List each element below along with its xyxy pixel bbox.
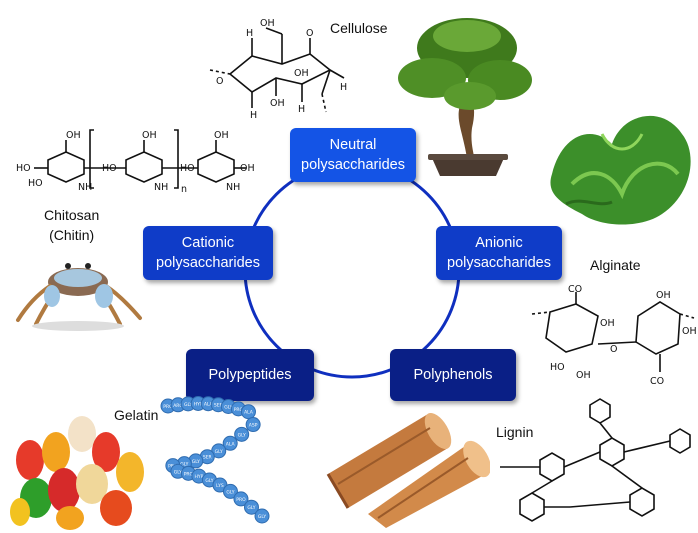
peptide-bead-label: HYP bbox=[194, 401, 203, 407]
alginate-ho-1: HO bbox=[550, 362, 565, 373]
peptide-bead-label: ARG bbox=[173, 403, 183, 409]
lignin-structure bbox=[500, 398, 691, 522]
peptide-bead-label: PRO bbox=[236, 497, 246, 503]
peptide-bead bbox=[222, 435, 238, 451]
label-chitosan-line2: (Chitin) bbox=[49, 227, 95, 243]
chitosan-nh2-1: NH bbox=[78, 182, 92, 193]
node-polypeptides-label: Polypeptides bbox=[208, 367, 292, 383]
peptide-bead-label: PRO bbox=[184, 471, 194, 477]
node-cationic-label: Cationic polysaccharides bbox=[156, 235, 260, 271]
peptide-bead bbox=[233, 491, 249, 507]
peptide-bead-label: GLY bbox=[192, 459, 200, 465]
peptide-bead-label: GLY bbox=[238, 432, 246, 438]
peptide-bead-label: GLY bbox=[174, 469, 182, 475]
cellulose-oh-mid: OH bbox=[294, 68, 309, 79]
alginate-co2-1: CO bbox=[568, 284, 582, 295]
node-anionic-label: Anionic polysaccharides bbox=[447, 235, 551, 271]
cellulose-h-2: H bbox=[250, 110, 257, 121]
seaweed-image bbox=[550, 115, 691, 225]
label-alginate: Alginate bbox=[590, 257, 641, 273]
alginate-oh-4: OH bbox=[682, 326, 697, 337]
alginate-oh-2: OH bbox=[576, 370, 591, 381]
peptide-bead-label: GLY bbox=[215, 449, 223, 455]
chitosan-ho-2: HO bbox=[28, 178, 43, 189]
alginate-structure: CO OH HO OH OH OH CO O bbox=[531, 284, 697, 387]
peptide-bead bbox=[254, 508, 270, 524]
peptide-bead-label: GLY bbox=[226, 489, 234, 495]
peptide-bead-label: SER bbox=[203, 455, 212, 461]
cellulose-oh-bottom: OH bbox=[270, 98, 285, 109]
peptide-bead-label: GLY bbox=[180, 462, 188, 468]
cellulose-h-1: H bbox=[246, 28, 253, 39]
node-polypeptides: Polypeptides bbox=[186, 349, 314, 401]
node-polyphenols: Polyphenols bbox=[390, 349, 516, 401]
chitosan-oh-end: OH bbox=[240, 163, 255, 174]
peptide-bead bbox=[245, 417, 261, 433]
peptide-bead-label: PRO bbox=[234, 407, 244, 413]
cellulose-oh-top: OH bbox=[260, 18, 275, 29]
node-polyphenols-label: Polyphenols bbox=[413, 367, 493, 383]
node-anionic-polysaccharides: Anionic polysaccharides bbox=[436, 226, 562, 280]
peptide-bead bbox=[222, 483, 238, 499]
chitosan-oh-1: OH bbox=[66, 130, 81, 141]
peptide-bead-label: HYP bbox=[194, 474, 203, 480]
chitosan-nh2-3: NH bbox=[226, 182, 240, 193]
peptide-bead-label: GLY bbox=[184, 402, 192, 408]
peptide-bead-label: GLY bbox=[205, 478, 213, 484]
chitosan-repeat-n: n bbox=[181, 184, 187, 195]
chitosan-ho-3: HO bbox=[102, 163, 117, 174]
node-cationic-polysaccharides: Cationic polysaccharides bbox=[143, 226, 273, 280]
peptide-bead-label: ALA bbox=[226, 441, 236, 447]
alginate-co2-2: CO bbox=[650, 376, 664, 387]
peptide-bead-label: SER bbox=[214, 403, 223, 409]
bonsai-tree-image bbox=[398, 18, 532, 176]
peptide-bead-label: GLY bbox=[247, 505, 255, 511]
peptide-bead-label: ALA bbox=[204, 402, 214, 408]
chitosan-structure: OH OH OH HO HO HO HO OH NH NH NH n bbox=[16, 129, 255, 195]
cellulose-o-ring: O bbox=[306, 28, 313, 39]
cellulose-o-left: O bbox=[216, 76, 223, 87]
alginate-oh-3: OH bbox=[656, 290, 671, 301]
gummy-bears-image bbox=[10, 416, 144, 530]
chitosan-ho-1: HO bbox=[16, 163, 31, 174]
node-neutral-polysaccharides: Neutral polysaccharides bbox=[290, 128, 416, 182]
chitosan-oh-3: OH bbox=[214, 130, 229, 141]
label-chitosan: Chitosan (Chitin) bbox=[44, 205, 99, 245]
chitosan-nh2-2: NH bbox=[154, 182, 168, 193]
peptide-bead bbox=[243, 499, 259, 515]
peptide-bead-label: LYS bbox=[216, 483, 224, 489]
label-gelatin: Gelatin bbox=[114, 407, 159, 423]
label-cellulose: Cellulose bbox=[330, 20, 388, 36]
cellulose-h-4: H bbox=[340, 82, 347, 93]
cellulose-h-3: H bbox=[298, 104, 305, 115]
peptide-bead-label: PRO bbox=[163, 404, 173, 410]
node-neutral-label: Neutral polysaccharides bbox=[301, 137, 405, 173]
cellulose-structure: OH H O O OH H OH H H bbox=[209, 18, 347, 121]
alginate-o-link: O bbox=[610, 344, 617, 355]
wood-logs-image bbox=[326, 412, 490, 528]
alginate-oh-1: OH bbox=[600, 318, 615, 329]
peptide-bead-label: ASP bbox=[249, 423, 258, 429]
chitosan-oh-2: OH bbox=[142, 130, 157, 141]
label-chitosan-line1: Chitosan bbox=[44, 207, 100, 223]
peptide-bead bbox=[234, 426, 250, 442]
peptide-bead-label: GLY bbox=[224, 404, 232, 410]
label-lignin: Lignin bbox=[496, 424, 534, 440]
peptide-bead-label: ALA bbox=[244, 410, 254, 416]
crab-image bbox=[16, 263, 142, 331]
peptide-bead-label: GLY bbox=[258, 514, 266, 520]
chitosan-ho-4: HO bbox=[180, 163, 195, 174]
